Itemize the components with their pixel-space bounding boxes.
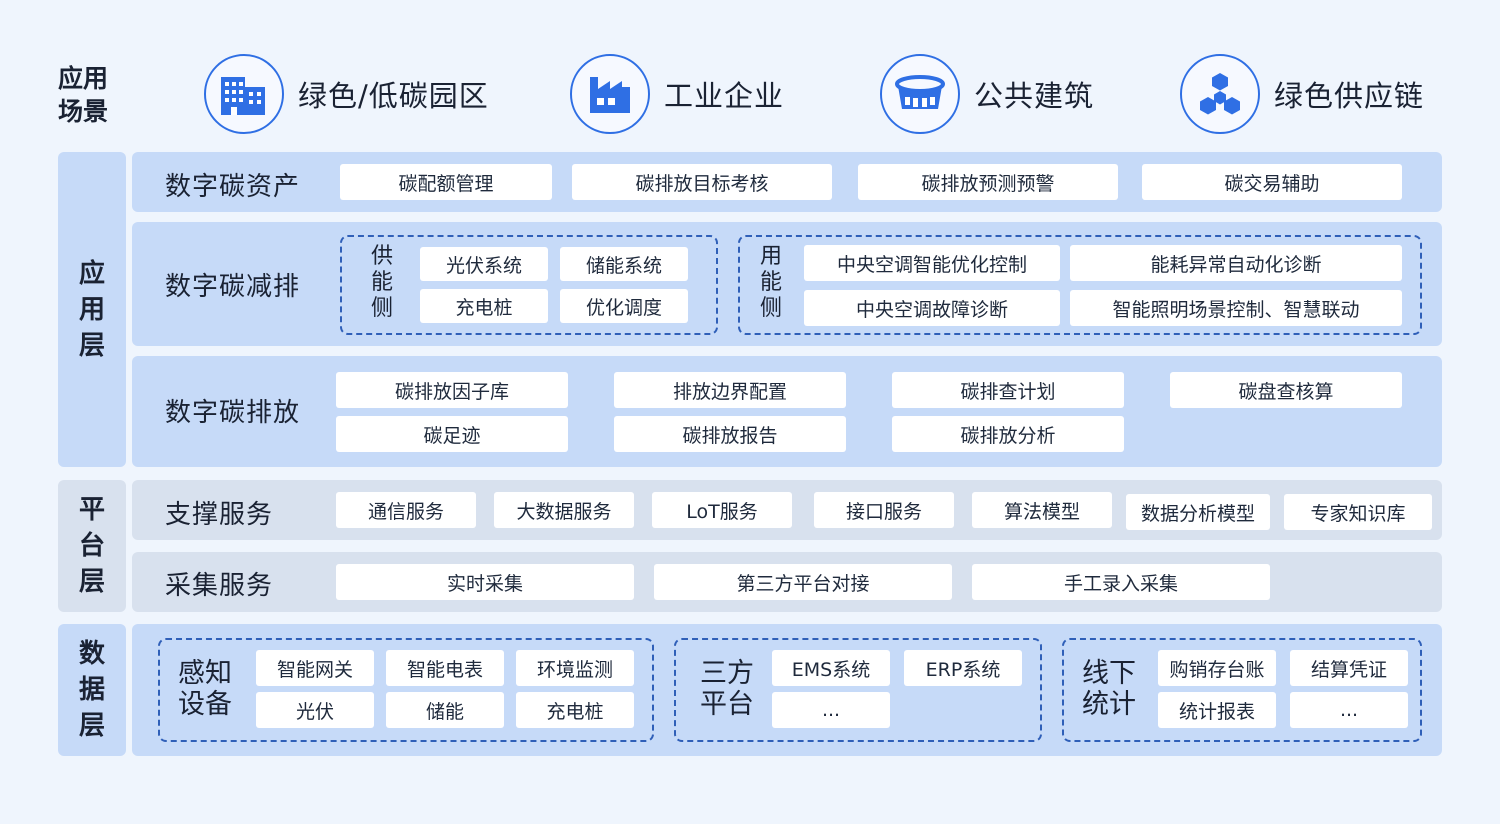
collection-item: 实时采集 [336, 564, 634, 600]
support-item: 接口服务 [814, 492, 954, 528]
demand-side-group [738, 235, 1422, 335]
supply-side-group [340, 235, 718, 335]
collection-item: 第三方平台对接 [654, 564, 952, 600]
collection-item: 手工录入采集 [972, 564, 1270, 600]
supply-item: 储能系统 [560, 247, 688, 281]
scenario-green-park-label: 绿色/低碳园区 [298, 79, 489, 113]
sensing-item: 充电桩 [516, 692, 634, 728]
third-party-group [674, 638, 1042, 742]
scenario-public-building-label: 公共建筑 [974, 79, 1095, 113]
demand-side-label: 用能侧 [759, 244, 782, 321]
emission-item: 碳排放因子库 [336, 372, 568, 408]
scenario-industrial: 工业企业 [570, 54, 784, 134]
offline-group [1062, 638, 1422, 742]
emission-item: 碳排放报告 [614, 416, 846, 452]
digital-carbon-emission-title: 数字碳排放 [165, 398, 301, 428]
row-data-sources [132, 624, 1442, 756]
emission-item: 碳排查计划 [892, 372, 1124, 408]
scenario-green-park: 绿色/低碳园区 [204, 54, 489, 134]
offline-item: 购销存台账 [1158, 650, 1276, 686]
layer-label-platform: 平台层 [58, 480, 126, 612]
offline-item: 结算凭证 [1290, 650, 1408, 686]
third-party-item: ERP系统 [904, 650, 1022, 686]
layer-label-application: 应用层 [58, 152, 126, 467]
support-item: 算法模型 [972, 492, 1112, 528]
offline-label: 线下统计 [1082, 658, 1136, 720]
scenario-public-building: 公共建筑 [880, 54, 1094, 134]
offline-item: ... [1290, 692, 1408, 728]
support-item: LoT服务 [652, 492, 792, 528]
scenario-label: 应用场景 [58, 64, 109, 126]
assets-item: 碳排放预测预警 [858, 164, 1118, 200]
assets-item: 碳排放目标考核 [572, 164, 832, 200]
scenario-supply-chain: 绿色供应链 [1180, 54, 1424, 134]
support-item: 大数据服务 [494, 492, 634, 528]
third-party-label: 三方平台 [700, 658, 754, 720]
demand-item: 能耗异常自动化诊断 [1070, 245, 1402, 281]
sensing-item: 智能网关 [256, 650, 374, 686]
third-party-item: ... [772, 692, 890, 728]
sensing-item: 环境监测 [516, 650, 634, 686]
support-item: 通信服务 [336, 492, 476, 528]
layer-label-platform-text: 平台层 [78, 495, 105, 597]
support-services-title: 支撑服务 [165, 500, 274, 530]
layer-label-data-text: 数据层 [78, 639, 105, 741]
supply-item: 光伏系统 [420, 247, 548, 281]
support-item: 数据分析模型 [1126, 494, 1270, 530]
assets-item: 碳交易辅助 [1142, 164, 1402, 200]
factory-icon [570, 54, 650, 134]
building-icon [204, 54, 284, 134]
sensing-item: 光伏 [256, 692, 374, 728]
collection-services-title: 采集服务 [165, 571, 274, 601]
layer-label-application-text: 应用层 [78, 258, 105, 361]
supply-side-label: 供能侧 [370, 244, 393, 321]
stadium-icon [880, 54, 960, 134]
sensing-group [158, 638, 654, 742]
layer-label-data: 数据层 [58, 624, 126, 756]
emission-item: 排放边界配置 [614, 372, 846, 408]
demand-item: 智能照明场景控制、智慧联动 [1070, 290, 1402, 326]
emission-item: 碳排放分析 [892, 416, 1124, 452]
demand-item: 中央空调智能优化控制 [804, 245, 1060, 281]
digital-carbon-assets-title: 数字碳资产 [165, 172, 301, 202]
offline-item: 统计报表 [1158, 692, 1276, 728]
scenario-industrial-label: 工业企业 [664, 79, 785, 113]
sensing-label: 感知设备 [178, 658, 232, 720]
sensing-item: 智能电表 [386, 650, 504, 686]
network-cubes-icon [1180, 54, 1260, 134]
assets-item: 碳配额管理 [340, 164, 552, 200]
scenario-supply-chain-label: 绿色供应链 [1274, 79, 1425, 113]
third-party-item: EMS系统 [772, 650, 890, 686]
demand-item: 中央空调故障诊断 [804, 290, 1060, 326]
sensing-item: 储能 [386, 692, 504, 728]
support-item: 专家知识库 [1284, 494, 1432, 530]
emission-item: 碳足迹 [336, 416, 568, 452]
supply-item: 优化调度 [560, 289, 688, 323]
digital-carbon-reduction-title: 数字碳减排 [165, 272, 301, 302]
supply-item: 充电桩 [420, 289, 548, 323]
emission-item: 碳盘查核算 [1170, 372, 1402, 408]
